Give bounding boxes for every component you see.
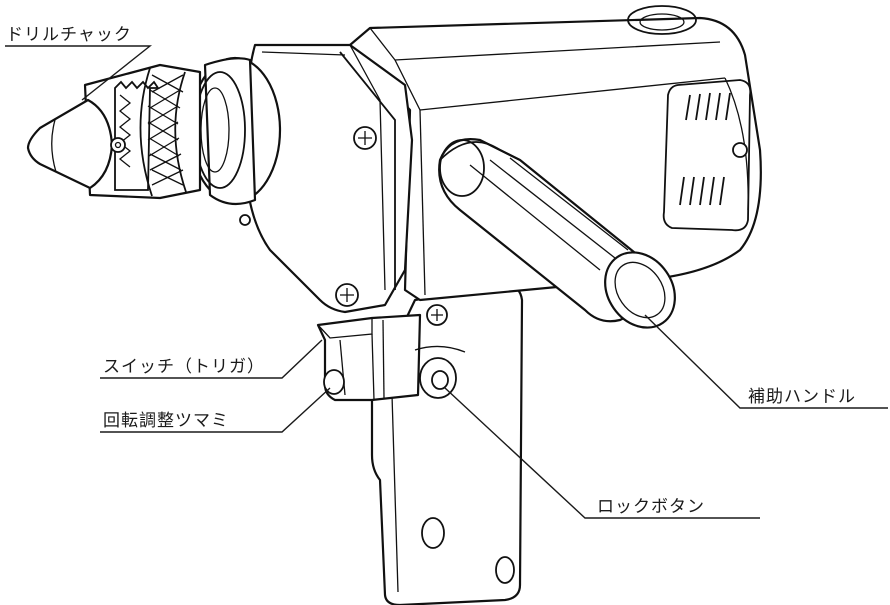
- switch-leader: [100, 339, 323, 379]
- trigger-assembly: [316, 313, 422, 402]
- lock-button-label: ロックボタン: [597, 497, 705, 517]
- spindle-collar: [188, 56, 282, 206]
- speed-dial-leader: [100, 387, 331, 433]
- aux-handle-shape: [438, 138, 676, 329]
- aux-handle-leader: [644, 314, 888, 409]
- chuck-label: ドリルチャック: [6, 25, 132, 45]
- lock-button-leader: [444, 387, 760, 519]
- chuck-leader: [5, 45, 153, 101]
- drill-chuck-shape: [26, 63, 202, 200]
- lock-button-shape: [414, 345, 466, 399]
- leader-lines: [5, 45, 888, 519]
- speed-dial-label: 回転調整ツマミ: [103, 411, 229, 431]
- vent-grille: [662, 79, 752, 232]
- aux-handle-label: 補助ハンドル: [748, 387, 856, 407]
- switch-label: スイッチ（トリガ）: [103, 357, 265, 377]
